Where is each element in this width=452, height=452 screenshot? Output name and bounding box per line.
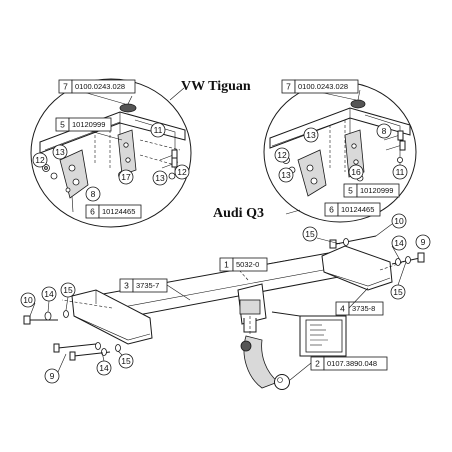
- part-code: 0100.0243.028: [75, 82, 125, 91]
- callout-15-left-bottom: 15: [118, 353, 134, 369]
- model-label-audi: Audi Q3: [213, 206, 264, 221]
- callout-15-left-top: 15: [60, 282, 76, 298]
- right-fasteners: [329, 235, 425, 266]
- svg-text:8: 8: [382, 126, 387, 136]
- callout-13b-vw: 13: [152, 170, 168, 186]
- callout-9-right: 9: [415, 234, 431, 250]
- svg-text:15: 15: [63, 285, 73, 295]
- part-code: 10124465: [102, 207, 135, 216]
- callout-10-left: 10: [20, 292, 36, 308]
- svg-text:14: 14: [394, 238, 404, 248]
- detail-circle-vw: [30, 78, 192, 228]
- callout-10-right: 10: [391, 213, 407, 229]
- part-code: 3735-7: [136, 281, 159, 290]
- svg-text:12: 12: [35, 155, 45, 165]
- part-code: 5032-0: [236, 260, 259, 269]
- callout-11-vw: 11: [150, 122, 166, 138]
- part-number: 3: [124, 281, 129, 291]
- callout-15-right-top: 15: [302, 226, 318, 242]
- callout-9-left: 9: [44, 368, 60, 384]
- part-code: 0107.3890.048: [327, 359, 377, 368]
- svg-text:15: 15: [121, 356, 131, 366]
- part-label-2: 2 0107.3890.048: [310, 356, 388, 371]
- callout-17-vw: 17: [118, 169, 134, 185]
- svg-text:17: 17: [121, 172, 131, 182]
- svg-text:11: 11: [154, 125, 163, 135]
- svg-text:13: 13: [155, 173, 165, 183]
- part-code: 3735-8: [352, 304, 375, 313]
- leader-lines: [29, 223, 407, 381]
- part-number: 7: [63, 82, 68, 92]
- part-label-6-vw: 6 10124465: [85, 204, 142, 219]
- detail-circle-audi: [263, 81, 417, 223]
- svg-text:9: 9: [421, 237, 426, 247]
- svg-text:14: 14: [99, 363, 109, 373]
- callout-15-right-bottom: 15: [390, 284, 406, 300]
- part-label-3: 3 3735-7: [119, 278, 168, 293]
- callout-12b-vw: 12: [174, 164, 190, 180]
- callout-14-left-top: 14: [41, 286, 57, 302]
- part-code: 10120999: [360, 186, 393, 195]
- callout-8-audi: 8: [376, 123, 392, 139]
- callout-11-audi: 11: [392, 164, 408, 180]
- callout-12-vw: 12: [32, 152, 48, 168]
- part-number: 7: [286, 82, 291, 92]
- part-label-1: 1 5032-0: [219, 257, 268, 272]
- svg-text:12: 12: [277, 150, 287, 160]
- svg-text:11: 11: [396, 167, 405, 177]
- part-label-6-audi: 6 10124465: [324, 202, 381, 217]
- part-code: 0100.0243.028: [298, 82, 348, 91]
- svg-text:16: 16: [351, 167, 361, 177]
- svg-text:9: 9: [50, 371, 55, 381]
- callout-13-audi: 13: [303, 127, 319, 143]
- model-label-vw: VW Tiguan: [181, 79, 251, 94]
- part-label-5-audi: 5 10120999: [343, 183, 400, 198]
- part-label-4: 4 3735-8: [335, 301, 384, 316]
- svg-text:15: 15: [393, 287, 403, 297]
- part-number: 4: [340, 304, 345, 314]
- part-number: 5: [348, 186, 353, 196]
- callout-13-vw: 13: [52, 144, 68, 160]
- part-code: 10124465: [341, 205, 374, 214]
- tow-bar-assembly: [61, 245, 405, 390]
- part-number: 5: [60, 120, 65, 130]
- callout-8-vw: 8: [85, 186, 101, 202]
- svg-text:13: 13: [55, 147, 65, 157]
- callout-16-audi: 16: [348, 164, 364, 180]
- callout-13b-audi: 13: [278, 167, 294, 183]
- svg-text:10: 10: [394, 216, 404, 226]
- callout-14-right: 14: [391, 235, 407, 251]
- part-number: 1: [224, 260, 229, 270]
- svg-text:8: 8: [91, 189, 96, 199]
- part-number: 2: [315, 359, 320, 369]
- part-label-5-vw: 5 10120999: [55, 117, 112, 132]
- callout-12-audi: 12: [274, 147, 290, 163]
- part-number: 6: [329, 205, 334, 215]
- part-label-7-vw: 7 0100.0243.028: [58, 79, 136, 94]
- svg-text:13: 13: [281, 170, 291, 180]
- callout-14-left-bottom: 14: [96, 360, 112, 376]
- svg-text:12: 12: [177, 167, 187, 177]
- svg-text:13: 13: [306, 130, 316, 140]
- svg-text:10: 10: [23, 295, 33, 305]
- part-code: 10120999: [72, 120, 105, 129]
- svg-text:15: 15: [305, 229, 315, 239]
- part-label-7-audi: 7 0100.0243.028: [281, 79, 359, 94]
- svg-text:14: 14: [44, 289, 54, 299]
- left-fasteners: [23, 310, 121, 361]
- part-number: 6: [90, 207, 95, 217]
